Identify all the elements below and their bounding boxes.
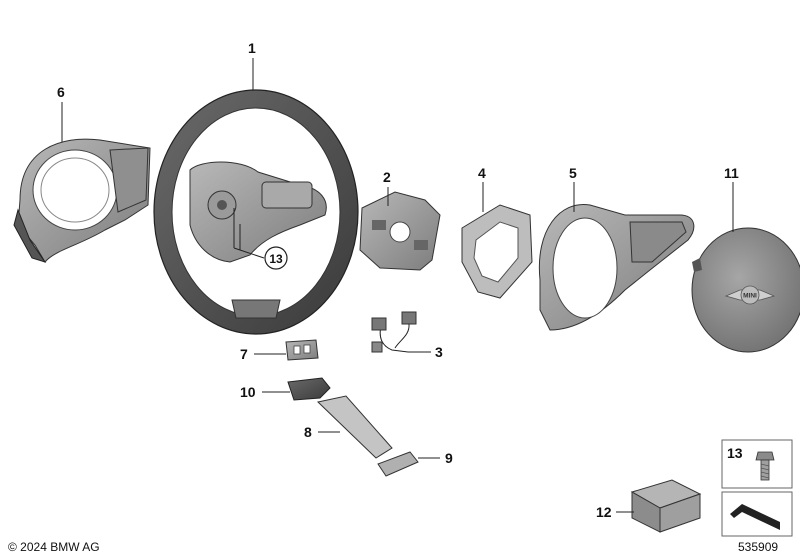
callout-5: 5 [569, 165, 577, 181]
clip-illustration [285, 339, 319, 361]
callout-11: 11 [724, 165, 739, 181]
trim-cover-front-illustration [538, 203, 695, 331]
trim-strip-illustration [316, 395, 393, 459]
callout-2: 2 [383, 169, 391, 185]
trim-cover-rear-illustration [13, 138, 151, 263]
callout-3: 3 [435, 344, 443, 360]
callout-9: 9 [445, 450, 453, 466]
callout-4: 4 [478, 165, 486, 181]
callout-13: 13 [269, 252, 283, 266]
repair-kit-illustration [630, 479, 702, 533]
callout-7: 7 [240, 346, 248, 362]
badge-text: MINI [743, 293, 757, 300]
lower-trim-clip-illustration [377, 451, 419, 477]
leader-lines [61, 58, 734, 513]
screw-box [721, 439, 793, 489]
switch-holder-illustration [287, 377, 331, 401]
callout-1: 1 [248, 40, 256, 56]
callout-13-box: 13 [727, 445, 743, 461]
callout-10: 10 [240, 384, 256, 400]
diagram-reference-number: 535909 [738, 540, 779, 554]
callout-6: 6 [57, 84, 65, 100]
callout-13-circle [264, 246, 288, 270]
mini-badge: MINI [724, 285, 776, 305]
callouts: 1 2 3 4 5 6 7 8 9 10 11 12 13 13 [57, 40, 743, 520]
copyright-text: © 2024 BMW AG [8, 540, 100, 554]
callout-8: 8 [304, 424, 312, 440]
wire-harness-illustration [371, 311, 430, 353]
wiring-bracket-illustration [359, 191, 441, 271]
callout-12: 12 [596, 504, 612, 520]
airbag-module-illustration: MINI [691, 227, 800, 353]
steering-wheel-illustration [153, 89, 359, 335]
reference-symbol-box [721, 491, 793, 537]
mounting-frame-illustration [461, 204, 533, 299]
